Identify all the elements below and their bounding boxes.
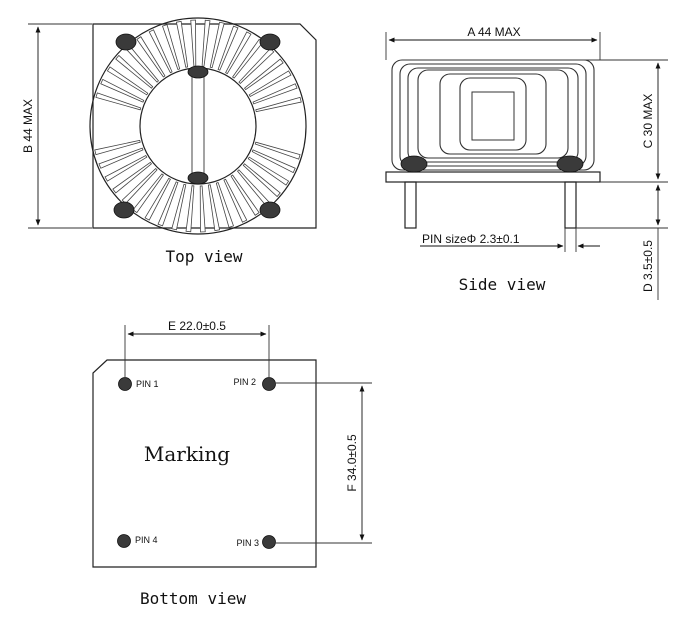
top-view-pin-top-left bbox=[115, 33, 137, 51]
side-view-base-plate bbox=[385, 171, 601, 183]
winding-loop bbox=[417, 69, 569, 159]
winding-turn bbox=[252, 83, 298, 105]
pin-1-pad bbox=[118, 377, 132, 391]
top-view: B 44 MAX Top view bbox=[21, 17, 317, 266]
winding-turn bbox=[207, 184, 221, 232]
toroid-inner-ring bbox=[139, 67, 257, 185]
winding-turn bbox=[144, 177, 171, 221]
winding-turn bbox=[223, 178, 248, 223]
toroid-windings bbox=[94, 19, 302, 233]
toroid-outer-ring bbox=[89, 17, 307, 235]
dim-c-label: C 30 MAX bbox=[641, 94, 655, 149]
winding-turn bbox=[121, 167, 158, 205]
side-view-coil-end-right bbox=[556, 155, 584, 173]
pin-4-label: PIN 4 bbox=[135, 535, 158, 545]
winding-turn bbox=[157, 181, 179, 227]
top-view-pin-bottom-left bbox=[113, 201, 135, 219]
winding-turn bbox=[100, 78, 145, 103]
side-view-caption: Side view bbox=[459, 275, 546, 294]
center-wire-bottom-end bbox=[187, 171, 209, 185]
winding-turn bbox=[254, 141, 301, 160]
winding-turn bbox=[148, 29, 173, 74]
winding-turn bbox=[185, 185, 195, 233]
winding-turn bbox=[201, 19, 211, 67]
side-view-pin-right bbox=[564, 181, 577, 229]
winding-turn bbox=[255, 96, 302, 113]
winding-loop bbox=[459, 77, 527, 151]
side-view-pin-left bbox=[404, 181, 417, 229]
bottom-view-base-plate bbox=[92, 359, 317, 568]
side-view: A 44 MAX C 30 MAX D 3.5±0.5 PIN sizeΦ 2.… bbox=[385, 25, 668, 300]
top-view-base-plate bbox=[92, 23, 317, 229]
top-view-pin-top-right bbox=[259, 33, 281, 51]
top-view-caption: Top view bbox=[165, 247, 242, 266]
pin-1-label: PIN 1 bbox=[136, 379, 159, 389]
winding-loop bbox=[439, 73, 547, 155]
winding-turn bbox=[175, 20, 189, 68]
center-wire bbox=[191, 71, 205, 181]
side-view-coil-end-left bbox=[400, 155, 428, 173]
winding-loop bbox=[391, 59, 595, 171]
winding-turn bbox=[104, 155, 148, 182]
winding-turn bbox=[171, 183, 187, 231]
bottom-view-caption: Bottom view bbox=[140, 589, 246, 608]
top-view-pin-bottom-right bbox=[259, 201, 281, 219]
winding-turn bbox=[199, 185, 206, 233]
dim-a-label: A 44 MAX bbox=[467, 25, 520, 39]
bottom-view: PIN 1 PIN 2 PIN 3 PIN 4 Marking E 22.0±0… bbox=[92, 319, 372, 608]
winding-turn bbox=[215, 182, 235, 228]
winding-turn bbox=[243, 58, 284, 91]
winding-turn bbox=[247, 156, 290, 186]
winding-turn bbox=[94, 139, 141, 156]
winding-turn bbox=[230, 174, 260, 216]
winding-turn bbox=[248, 70, 292, 97]
winding-turn bbox=[225, 31, 252, 75]
winding-loop bbox=[399, 63, 587, 167]
winding-turn bbox=[217, 25, 239, 71]
dim-d-label: D 3.5±0.5 bbox=[641, 240, 655, 292]
dim-f-label: F 34.0±0.5 bbox=[345, 434, 359, 492]
pin-size-label: PIN sizeΦ 2.3±0.1 bbox=[422, 232, 520, 246]
winding-turn bbox=[112, 161, 153, 194]
core-window bbox=[471, 91, 515, 141]
winding-turn bbox=[161, 24, 181, 70]
winding-turn bbox=[115, 54, 154, 89]
winding-turn bbox=[95, 92, 142, 111]
winding-turn bbox=[136, 36, 166, 78]
winding-turn bbox=[98, 147, 144, 169]
side-view-windings bbox=[391, 59, 595, 171]
marking-label: Marking bbox=[144, 442, 230, 466]
winding-turn bbox=[242, 163, 281, 198]
pin-2-pad bbox=[262, 377, 276, 391]
winding-turn bbox=[251, 149, 296, 174]
winding-loop bbox=[407, 67, 579, 163]
pin-3-label: PIN 3 bbox=[236, 538, 259, 548]
winding-turn bbox=[238, 47, 275, 85]
winding-turn bbox=[106, 66, 149, 96]
dim-e-label: E 22.0±0.5 bbox=[168, 319, 226, 333]
pin-2-label: PIN 2 bbox=[233, 377, 256, 387]
pin-4-pad bbox=[117, 534, 131, 548]
dim-b-label: B 44 MAX bbox=[21, 99, 35, 153]
pin-3-pad bbox=[262, 535, 276, 549]
center-wire-top-end bbox=[187, 65, 209, 79]
winding-turn bbox=[209, 21, 225, 69]
winding-turn bbox=[190, 19, 197, 67]
